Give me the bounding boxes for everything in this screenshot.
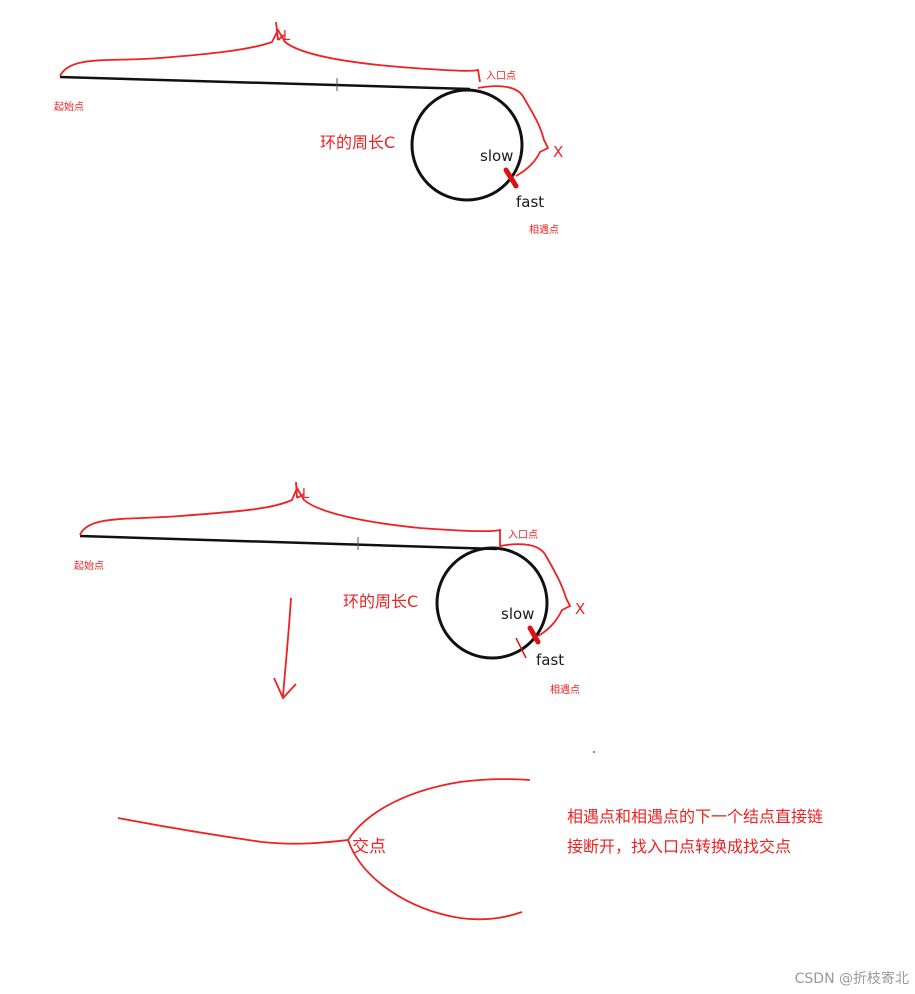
upper-branch [347,778,531,841]
brace-tip [295,481,305,499]
watermark: CSDN @折枝寄北 [794,971,909,987]
x-brace [499,543,572,637]
break-mark [515,637,527,659]
start-label: 起始点 [74,559,104,572]
meet-marker [527,625,541,645]
stray-dot [593,751,595,753]
intersection-diagram: 交点 相遇点和相遇点的下一个结点直接链 接断开，找入口点转换成找交点 [117,778,823,921]
diagram-1: L 起始点 入口点 环的周长C slow fast X 相遇点 [54,21,563,236]
meet-label: 相遇点 [529,223,559,236]
cycle-label: 环的周长C [320,133,395,152]
down-arrow [273,597,297,700]
slow-label: slow [501,605,534,623]
length-label: L [283,29,291,44]
x-label: X [553,143,563,161]
cycle-label: 环的周长C [343,592,418,611]
tail-branch [117,817,349,845]
start-label: 起始点 [54,100,84,113]
diagram-2: L 起始点 入口点 环的周长C slow fast X 相遇点 [74,481,585,696]
note-line-2: 接断开，找入口点转换成找交点 [567,837,791,856]
slow-label: slow [480,147,513,165]
fast-label: fast [516,193,544,211]
list-line [59,75,471,91]
entry-label: 入口点 [486,70,516,82]
length-label: L [302,487,310,502]
brace-tip [275,21,285,41]
x-brace [477,85,550,177]
list-line [79,534,498,551]
cycle-circle [435,546,549,660]
fast-label: fast [536,651,564,669]
entry-label: 入口点 [508,529,538,541]
intersection-label: 交点 [352,837,386,857]
meet-marker [503,167,519,189]
x-label: X [575,600,585,618]
note-line-1: 相遇点和相遇点的下一个结点直接链 [567,807,823,826]
meet-label: 相遇点 [550,683,580,696]
cycle-circle [410,88,524,202]
length-brace [59,28,481,83]
lower-branch [347,839,523,921]
